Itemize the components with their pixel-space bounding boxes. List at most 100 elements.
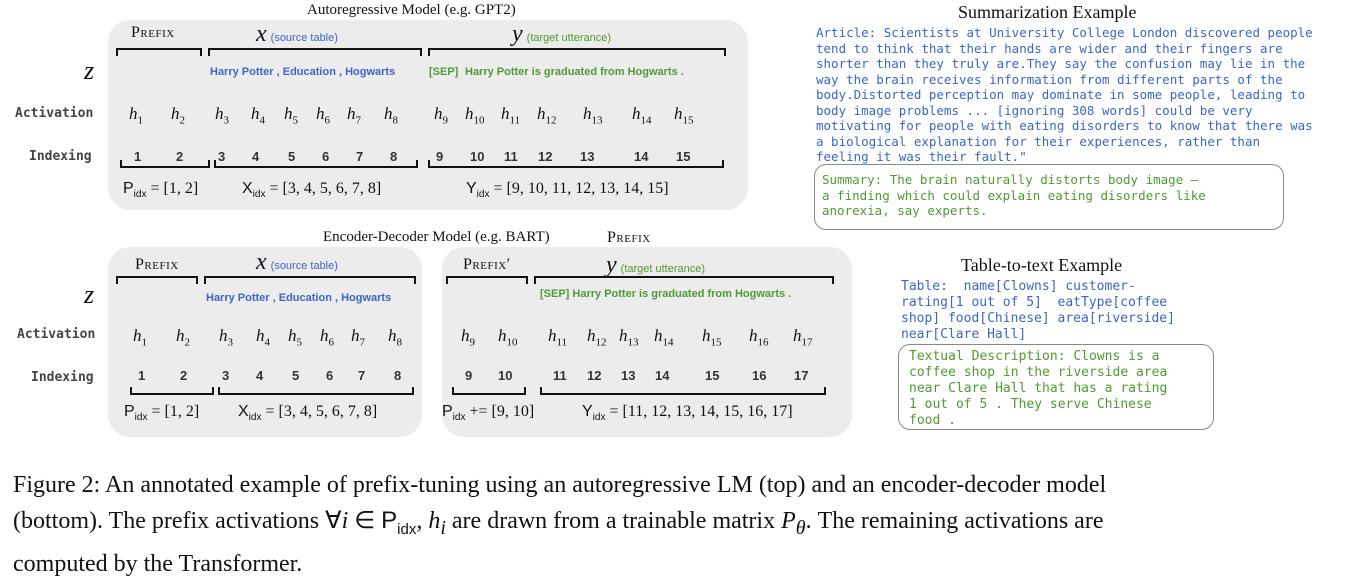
top-x-label: x (source table) (256, 22, 338, 46)
top-activation-label: Activation (15, 106, 94, 121)
index-value: 17 (794, 368, 809, 383)
top-tokens-sep: [SEP] (429, 66, 459, 78)
figure-caption: Figure 2: An annotated example of prefix… (13, 468, 1106, 582)
bottom-eq-x: Xidx = [3, 4, 5, 6, 7, 8] (238, 403, 378, 424)
top-prefix-brace (116, 48, 202, 56)
bottom-x-sub: (source table) (270, 260, 338, 272)
autoregressive-title: Autoregressive Model (e.g. GPT2) (307, 2, 516, 18)
table-to-text-description: Textual Description: Clowns is a coffee … (909, 349, 1168, 428)
activation-value: h3 (219, 326, 233, 349)
decoder-panel (442, 247, 852, 437)
activation-value: h13 (619, 326, 639, 349)
bottom-y-var: y (606, 252, 617, 278)
summarization-summary: Summary: The brain naturally distorts bo… (822, 172, 1206, 218)
bottom-prefix2-label: Prefix′ (463, 256, 511, 273)
index-value: 7 (356, 149, 364, 164)
index-value: 5 (288, 149, 296, 164)
top-z: z (84, 56, 95, 85)
top-y-brace (428, 48, 726, 56)
activation-value: h17 (793, 326, 813, 349)
activation-value: h5 (288, 326, 302, 349)
index-value: 9 (436, 149, 444, 164)
index-value: 8 (390, 149, 398, 164)
bottom-activation-label: Activation (17, 327, 96, 342)
index-value: 6 (322, 149, 330, 164)
description-box (898, 344, 1214, 430)
index-value: 7 (358, 368, 366, 383)
top-x-var: x (256, 21, 267, 47)
summarization-title: Summarization Example (958, 2, 1137, 22)
caption-line-3: computed by the Transformer. (13, 550, 303, 577)
bottom-y-brace (534, 276, 834, 284)
activation-value: h9 (461, 326, 475, 349)
bottom-prefix-top-label: Prefix (607, 229, 651, 246)
activation-value: h5 (284, 104, 298, 127)
activation-value: h14 (632, 104, 652, 127)
activation-value: h1 (129, 104, 143, 127)
activation-value: h8 (384, 104, 398, 127)
top-prefix-label: Prefix (131, 24, 175, 41)
bottom-z: z (84, 280, 95, 309)
caption-line-1: Figure 2: An annotated example of prefix… (13, 472, 1107, 498)
index-value: 12 (538, 149, 553, 164)
table-to-text-table: Table: name[Clowns] customer- rating[1 o… (901, 279, 1175, 342)
index-value: 12 (587, 368, 602, 383)
activation-value: h9 (434, 104, 448, 127)
index-value: 15 (705, 368, 720, 383)
top-x-brace (208, 48, 422, 56)
top-eq-p: Pidx = [1, 2] (123, 180, 199, 201)
top-y-sub: (target utterance) (526, 32, 612, 44)
top-tokens-x: Harry Potter , Education , Hogwarts (210, 66, 396, 78)
index-value: 11 (504, 149, 518, 164)
top-tokens-y: Harry Potter is graduated from Hogwarts … (465, 66, 684, 78)
index-value: 10 (470, 149, 485, 164)
activation-value: h10 (498, 326, 518, 349)
activation-value: h12 (537, 104, 557, 127)
bottom-prefix-brace (116, 276, 198, 284)
activation-value: h11 (501, 104, 521, 127)
index-value: 1 (138, 368, 146, 383)
top-y-label: y (target utterance) (512, 22, 611, 46)
index-value: 10 (498, 368, 513, 383)
bottom-y-sub: (target utterance) (620, 263, 706, 275)
top-prefix-index-brace (120, 160, 210, 168)
index-value: 3 (218, 149, 226, 164)
top-indexing-label: Indexing (29, 149, 92, 164)
index-value: 11 (553, 368, 567, 383)
index-value: 13 (621, 368, 636, 383)
index-value: 16 (752, 368, 767, 383)
top-y-var: y (512, 21, 523, 47)
index-value: 2 (176, 149, 184, 164)
bottom-y-label: y (target utterance) (606, 253, 705, 277)
activation-value: h6 (316, 104, 330, 127)
activation-value: h3 (215, 104, 229, 127)
index-value: 4 (252, 149, 260, 164)
summarization-article: Article: Scientists at University Colleg… (816, 25, 1313, 164)
activation-value: h11 (548, 326, 568, 349)
index-value: 14 (655, 368, 670, 383)
top-x-sub: (source table) (270, 32, 338, 44)
index-value: 14 (634, 149, 649, 164)
caption-line-2: (bottom). The prefix activations ∀i ∈ Pi… (13, 507, 1104, 539)
activation-value: h10 (465, 104, 485, 127)
activation-value: h8 (388, 326, 402, 349)
activation-value: h6 (320, 326, 334, 349)
index-value: 2 (180, 368, 188, 383)
index-value: 8 (394, 368, 402, 383)
index-value: 4 (256, 368, 264, 383)
bottom-tokens-x: Harry Potter , Education , Hogwarts (206, 292, 392, 304)
encoder-panel (108, 247, 422, 437)
activation-value: h4 (256, 326, 270, 349)
activation-value: h7 (351, 326, 365, 349)
top-eq-x: Xidx = [3, 4, 5, 6, 7, 8] (242, 180, 382, 201)
bottom-tokens-y: [SEP] Harry Potter is graduated from Hog… (540, 288, 792, 300)
index-value: 15 (676, 149, 691, 164)
top-eq-y: Yidx = [9, 10, 11, 12, 13, 14, 15] (466, 180, 669, 201)
top-y-index-brace (428, 160, 724, 168)
activation-value: h4 (251, 104, 265, 127)
table-to-text-title: Table-to-text Example (961, 255, 1123, 275)
bottom-prefix-index-brace (130, 387, 214, 395)
bottom-x-label: x (source table) (256, 250, 338, 274)
activation-value: h12 (587, 326, 607, 349)
activation-value: h16 (749, 326, 769, 349)
